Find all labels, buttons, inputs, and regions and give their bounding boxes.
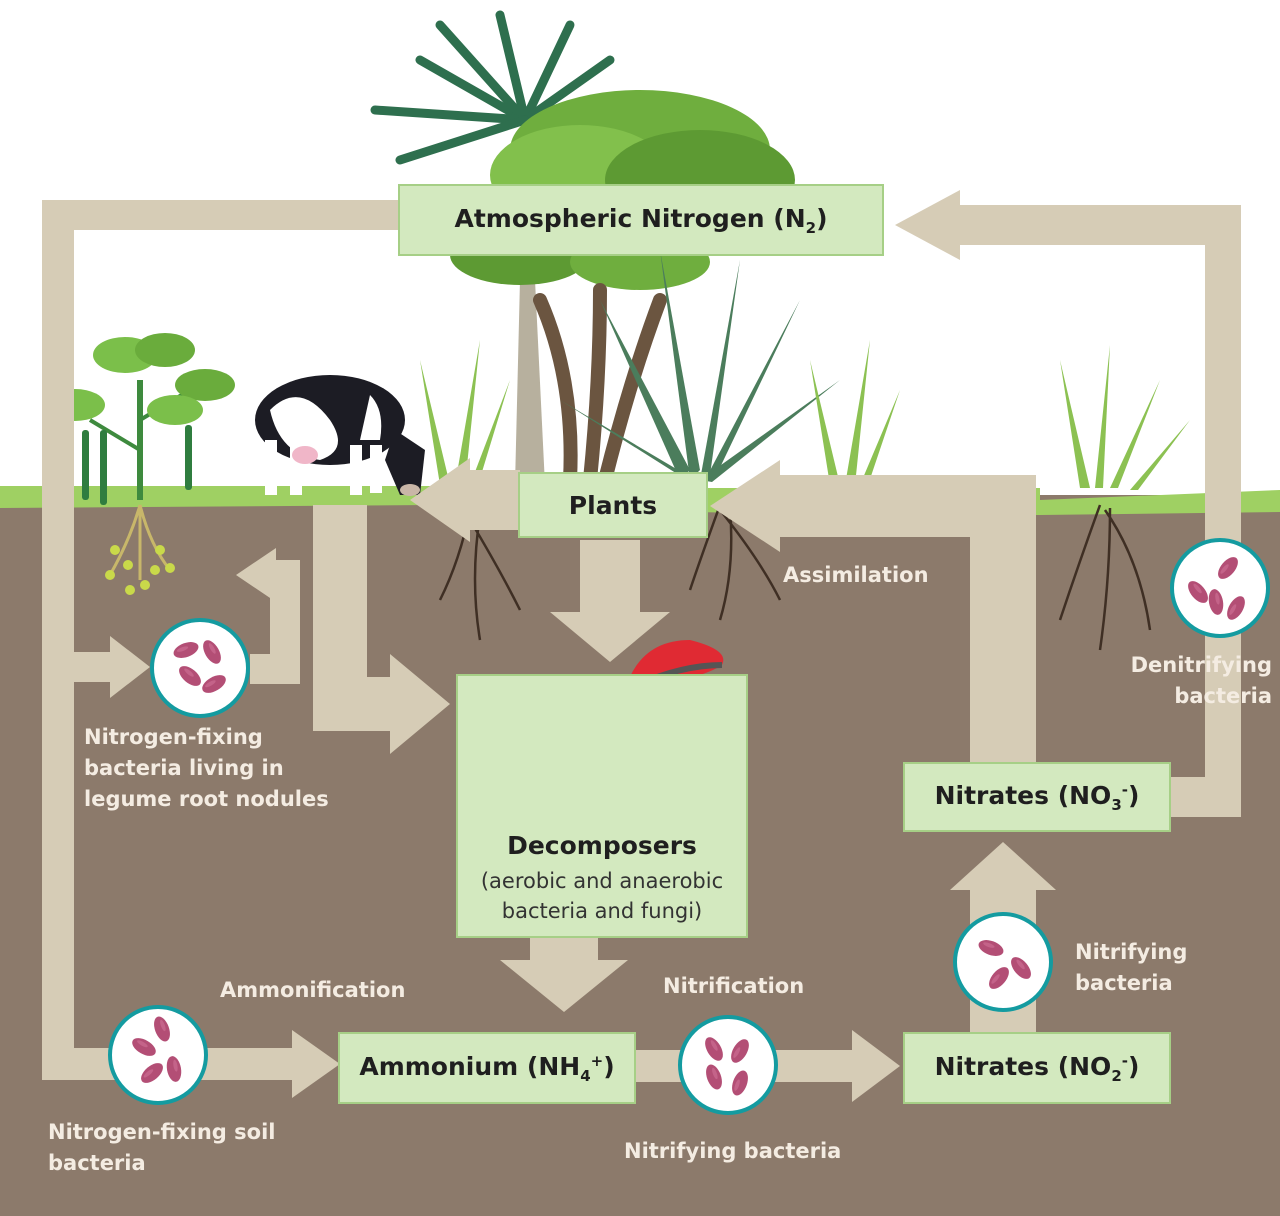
bacteria-icon-legume (152, 620, 248, 716)
atmospheric-nitrogen-box: Atmospheric Nitrogen (N2) (398, 184, 884, 256)
nitrification-label: Nitrification (663, 971, 804, 1002)
ammonification-label: Ammonification (220, 975, 405, 1006)
bacteria-icon-nitrifying-bottom (680, 1017, 776, 1113)
shrub-icon (450, 90, 795, 480)
nitrates-no3-box: Nitrates (NO3-) (903, 762, 1171, 832)
legume-bacteria-label: Nitrogen-fixing bacteria living in legum… (84, 722, 329, 815)
denitrifying-bacteria-label: Denitrifying bacteria (1110, 650, 1272, 712)
nitrifying-bacteria-right-label: Nitrifying bacteria (1075, 937, 1187, 999)
bacteria-icon-nitrifying-right (955, 914, 1051, 1010)
atmospheric-nitrogen-label: Atmospheric Nitrogen (N2) (455, 204, 828, 237)
decomposers-title: Decomposers (507, 831, 697, 860)
nitrates-no2-label: Nitrates (NO2-) (935, 1052, 1140, 1085)
plants-box: Plants (518, 472, 708, 538)
nitrates-no2-box: Nitrates (NO2-) (903, 1032, 1171, 1104)
cow-icon (255, 375, 425, 496)
ammonium-label: Ammonium (NH4+) (359, 1052, 614, 1085)
soil-bacteria-label: Nitrogen-fixing soil bacteria (48, 1117, 275, 1179)
decomposers-subtitle: (aerobic and anaerobic bacteria and fung… (481, 866, 723, 926)
ammonium-box: Ammonium (NH4+) (338, 1032, 636, 1104)
plants-label: Plants (569, 491, 657, 520)
nitrifying-bacteria-bottom-label: Nitrifying bacteria (624, 1136, 841, 1167)
assimilation-label: Assimilation (783, 560, 929, 591)
bacteria-icon-denitrifying (1172, 540, 1268, 636)
nitrates-no3-label: Nitrates (NO3-) (935, 781, 1140, 814)
decomposers-box: Decomposers (aerobic and anaerobic bacte… (456, 674, 748, 938)
bacteria-icon-soil (110, 1007, 206, 1103)
